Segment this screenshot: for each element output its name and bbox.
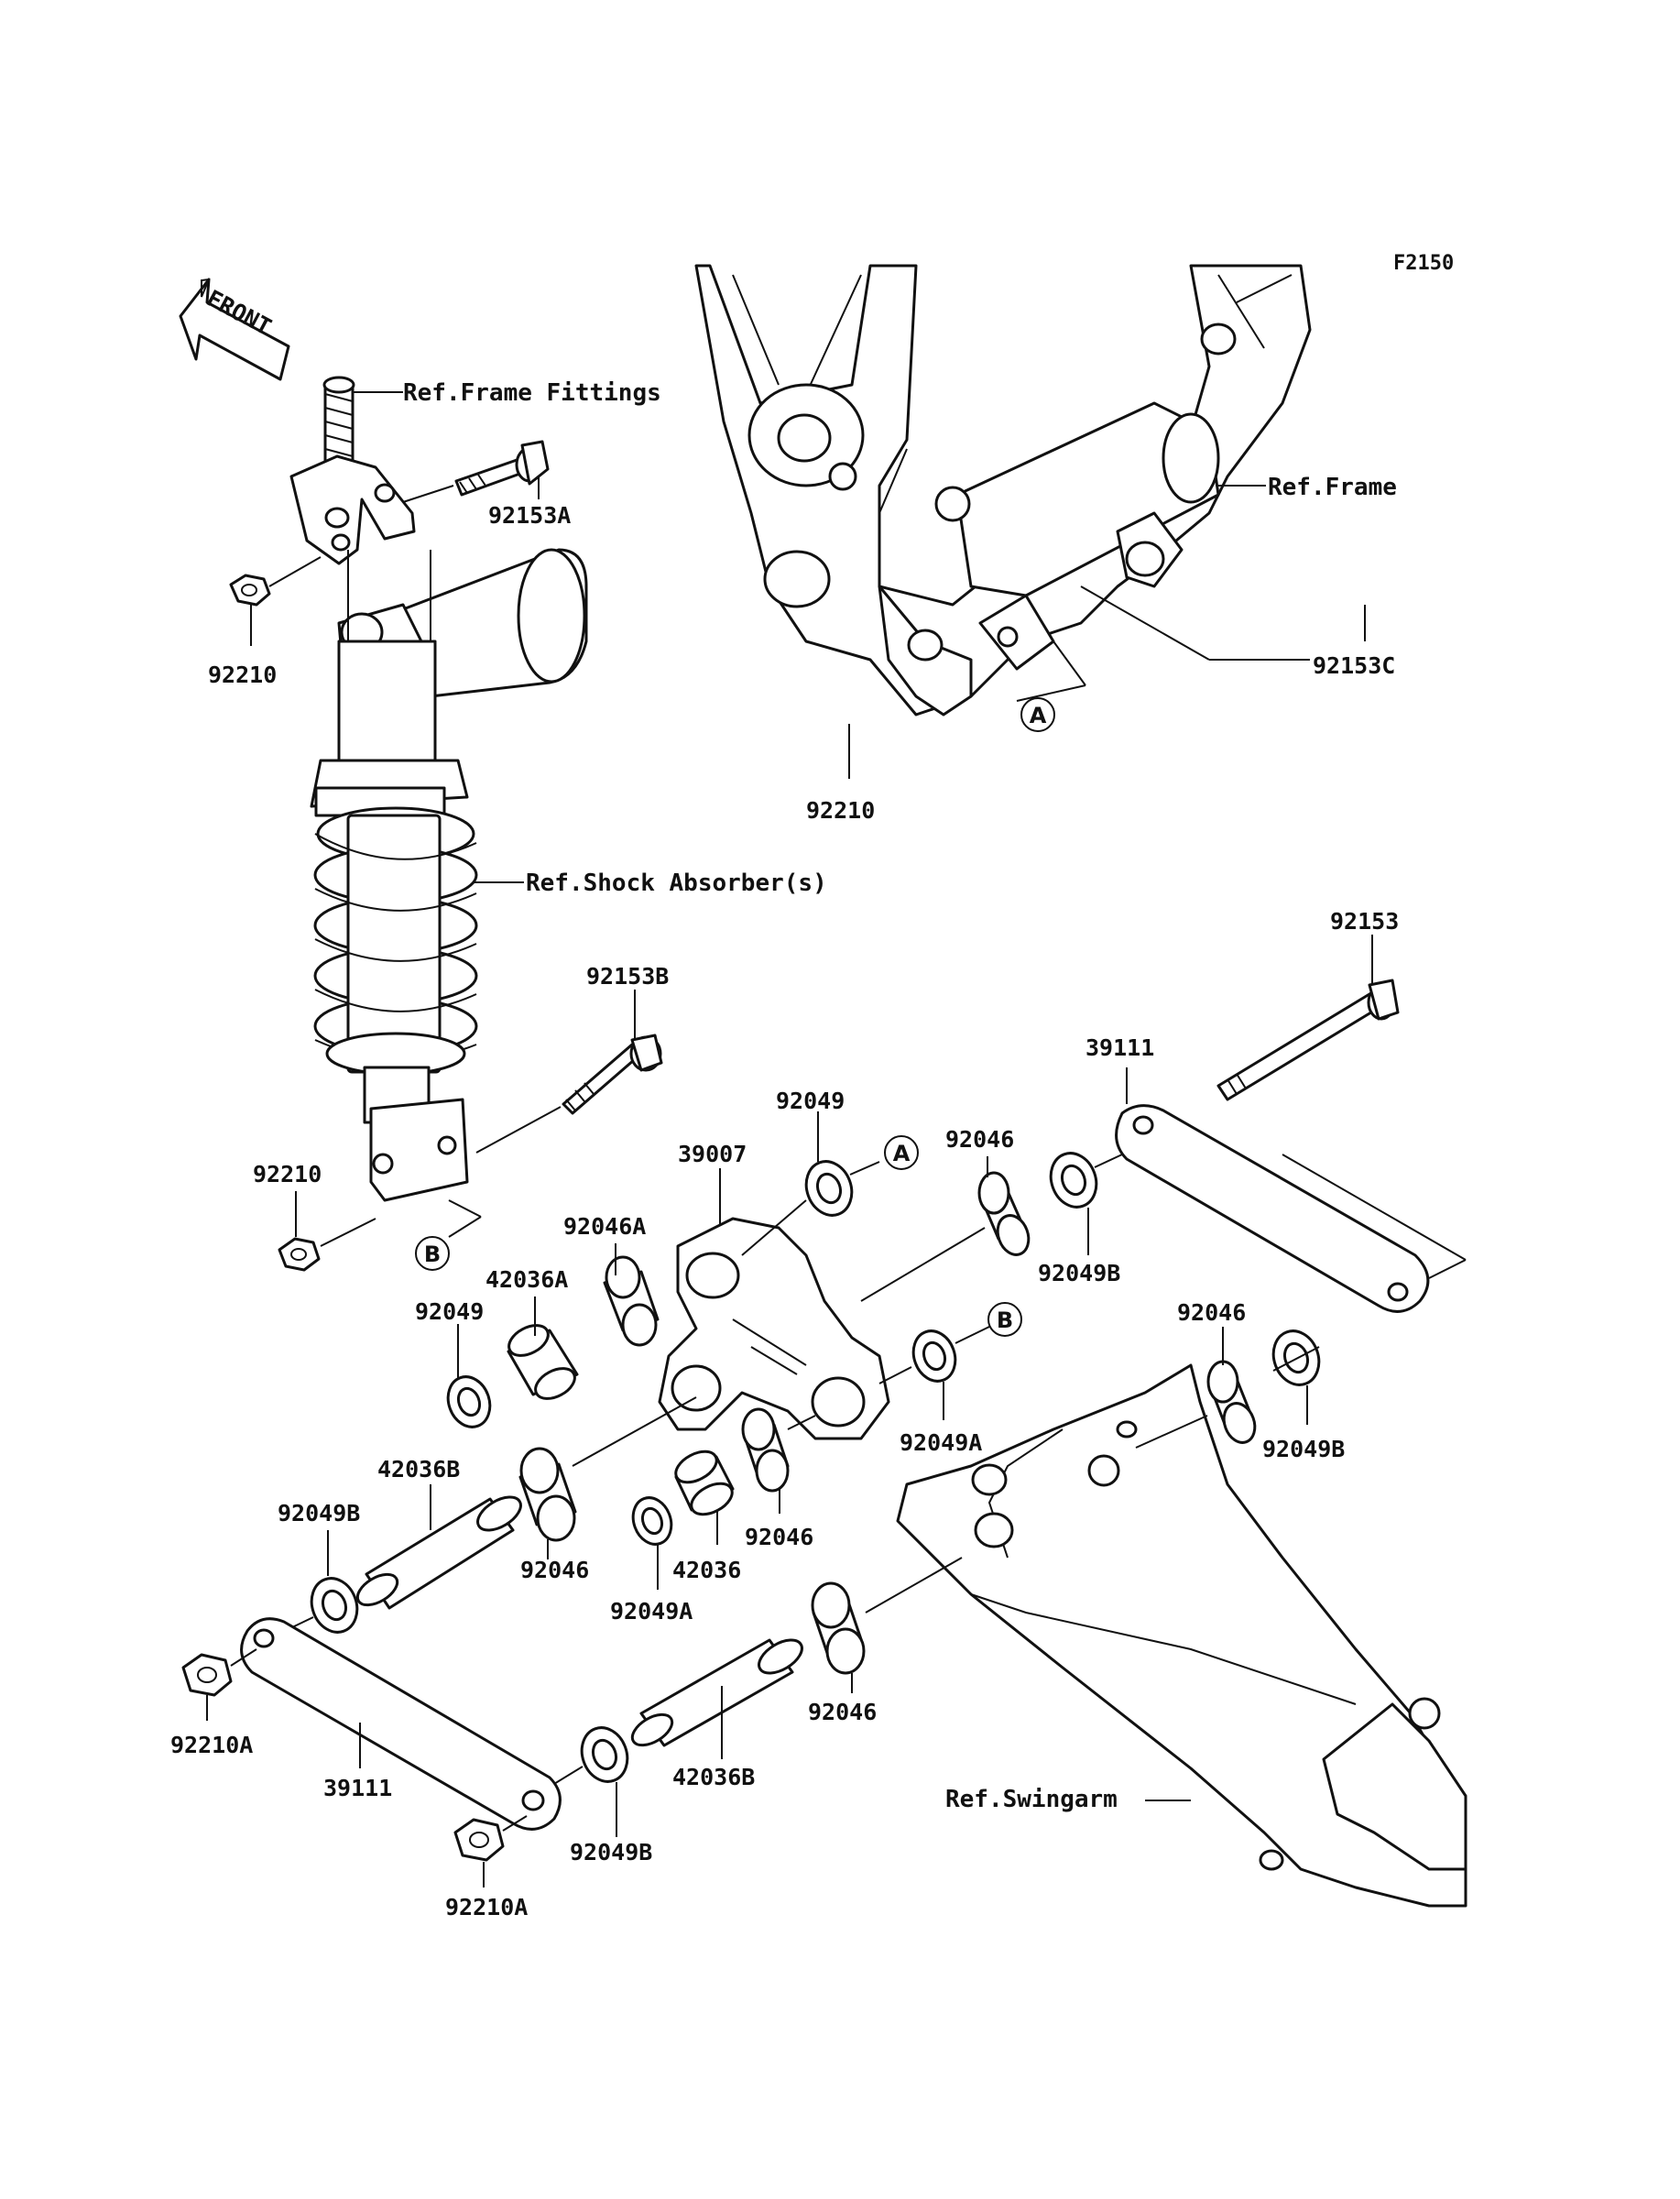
nut-92210A-left xyxy=(181,1648,257,1697)
svg-text:A: A xyxy=(893,1141,911,1166)
bolt-92153A xyxy=(402,440,550,503)
marker-a-link: A xyxy=(884,1135,919,1170)
nut-92210-top xyxy=(229,556,322,607)
frame-drawing xyxy=(694,264,1312,717)
collar-42036B-low xyxy=(630,1638,803,1747)
tie-rod-39111-right xyxy=(1115,1104,1467,1313)
part-92049B-far: 92049B xyxy=(1262,1436,1345,1462)
tie-rod-39111-left xyxy=(240,1617,562,1831)
washer-92049-left xyxy=(446,1375,492,1428)
marker-b-link: B xyxy=(987,1302,1022,1337)
part-92046-mid2: 92046 xyxy=(745,1524,813,1550)
part-42036B-low: 42036B xyxy=(672,1764,755,1790)
part-92046-low: 92046 xyxy=(808,1699,877,1725)
ref-shock-absorber-label: Ref.Shock Absorber(s) xyxy=(526,870,827,897)
part-39111-right: 39111 xyxy=(1085,1034,1154,1061)
washer-92049A-mid xyxy=(631,1496,673,1546)
part-42036: 42036 xyxy=(672,1557,741,1583)
part-92210-shock: 92210 xyxy=(253,1161,322,1187)
ref-frame-fittings-label: Ref.Frame Fittings xyxy=(403,379,661,407)
part-92210-top: 92210 xyxy=(208,662,277,688)
washer-92049B-far xyxy=(1271,1329,1321,1386)
washer-92049B-right xyxy=(1049,1152,1123,1209)
marker-a-frame: A xyxy=(1016,640,1086,732)
part-92210-frame: 92210 xyxy=(806,797,875,824)
part-92049-top: 92049 xyxy=(776,1088,845,1114)
shock-absorber xyxy=(310,548,588,1202)
bearing-92046-top xyxy=(860,1171,1031,1302)
nut-92210A-low xyxy=(453,1815,528,1862)
bearing-92046-right xyxy=(1135,1360,1257,1449)
part-92049A-right: 92049A xyxy=(900,1429,982,1456)
front-arrow-icon: FRONT xyxy=(179,278,290,381)
part-92153C: 92153C xyxy=(1313,652,1395,679)
part-92046-mid1: 92046 xyxy=(520,1557,589,1583)
svg-text:B: B xyxy=(997,1307,1013,1333)
part-leaders xyxy=(206,476,1373,1887)
washer-92049A-right xyxy=(878,1326,990,1384)
frame-fitting-bracket xyxy=(289,376,416,565)
part-42036A: 42036A xyxy=(485,1266,568,1293)
part-92153: 92153 xyxy=(1330,908,1399,935)
bearing-92046A xyxy=(603,1255,660,1347)
part-42036B-left: 42036B xyxy=(377,1456,460,1482)
swingarm xyxy=(896,1363,1467,1908)
nut-92210-shock xyxy=(278,1218,376,1272)
link-39007 xyxy=(658,1217,890,1440)
bearing-92046-mid2 xyxy=(741,1407,816,1493)
part-92046-top: 92046 xyxy=(945,1126,1014,1153)
collar-42036A xyxy=(507,1324,579,1400)
part-92153B: 92153B xyxy=(586,963,669,990)
part-92210A-left: 92210A xyxy=(170,1732,253,1758)
marker-b-shock: B xyxy=(415,1199,482,1271)
bearing-92046-low xyxy=(811,1557,963,1675)
part-92049B-low: 92049B xyxy=(570,1839,652,1865)
ref-swingarm-label: Ref.Swingarm xyxy=(945,1786,1118,1813)
collar-42036 xyxy=(674,1450,735,1516)
part-92046-right: 92046 xyxy=(1177,1299,1246,1326)
part-92049-left: 92049 xyxy=(415,1298,484,1325)
part-92210A-low: 92210A xyxy=(445,1894,528,1920)
part-92049A-mid: 92049A xyxy=(610,1598,693,1625)
svg-text:B: B xyxy=(424,1242,441,1267)
bearing-92046-mid1 xyxy=(518,1396,697,1542)
washer-92049-top xyxy=(741,1160,880,1256)
svg-text:A: A xyxy=(1030,703,1047,728)
part-39111-left: 39111 xyxy=(323,1775,392,1801)
figure-code: F2150 xyxy=(1393,252,1454,275)
part-92153A: 92153A xyxy=(488,502,571,529)
part-92049B-right: 92049B xyxy=(1038,1260,1120,1286)
washer-92049B-low xyxy=(549,1726,629,1788)
bolt-92153B xyxy=(475,1034,663,1154)
bolt-92153 xyxy=(1216,979,1400,1101)
ref-frame-label: Ref.Frame xyxy=(1268,474,1397,501)
part-39007: 39007 xyxy=(678,1141,747,1167)
collar-42036B-left xyxy=(355,1495,522,1610)
part-92046A: 92046A xyxy=(563,1213,646,1240)
part-92049B-left: 92049B xyxy=(278,1500,360,1526)
